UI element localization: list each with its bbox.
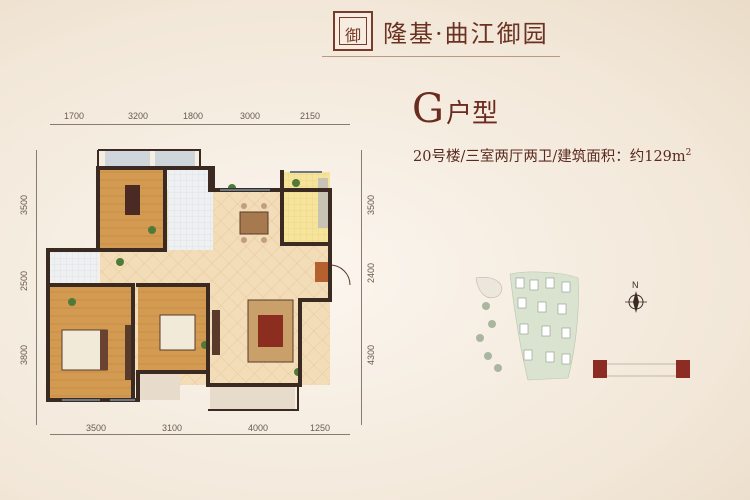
logo-glyph: 御 [344,26,361,45]
bottom-dimension-line [50,434,350,435]
top-dimension-line [50,124,350,125]
middle-bed [159,314,196,351]
dim-top-5: 2150 [300,111,321,121]
bath-lower-floor [50,250,98,282]
balcony-top-right [155,150,195,168]
building-highlight [593,360,690,378]
dim-top-1: 1700 [64,111,85,121]
brand-name: 隆基·曲江御园 [383,20,549,48]
right-dimension-line [361,150,362,425]
unit-letter: G [412,86,444,132]
balcony-bottom-left [140,372,180,400]
dim-top-3: 1800 [183,111,204,121]
area-label: 建筑面积：约129m [557,149,686,165]
site-plan [475,271,690,381]
bath-upper-floor [168,168,213,250]
study-desk [125,185,140,215]
unit-word: 户型 [445,99,498,129]
coffee-table [258,315,283,347]
compass-icon [625,291,647,313]
kitchen-counter [318,178,328,228]
dim-bottom-3: 4000 [248,423,269,433]
header-divider [322,56,560,57]
area-sup: 2 [685,148,692,159]
unit-title: G户型 [412,86,498,132]
corridor-floor [100,250,220,285]
brand-logo: 御 [333,11,373,51]
balcony-top-left [105,150,150,168]
dining-table [239,211,269,235]
tv-cabinet [212,310,220,355]
dim-top-2: 3200 [128,111,149,121]
room-layout: 三室两厅两卫 [465,149,553,165]
unit-info: 20号楼/三室两厅两卫/建筑面积：约129m2 [413,148,692,165]
compass-label: N [632,280,639,290]
dim-bottom-1: 3500 [86,423,107,433]
entry-cabinet [315,262,329,282]
building-number: 20号楼 [413,149,461,165]
balcony-bottom [210,385,295,410]
dim-bottom-4: 1250 [310,423,331,433]
dim-bottom-2: 3100 [162,423,183,433]
wardrobe [125,325,131,380]
dim-top-4: 3000 [240,111,261,121]
master-bed [61,329,108,371]
left-dimension-line [36,150,37,425]
